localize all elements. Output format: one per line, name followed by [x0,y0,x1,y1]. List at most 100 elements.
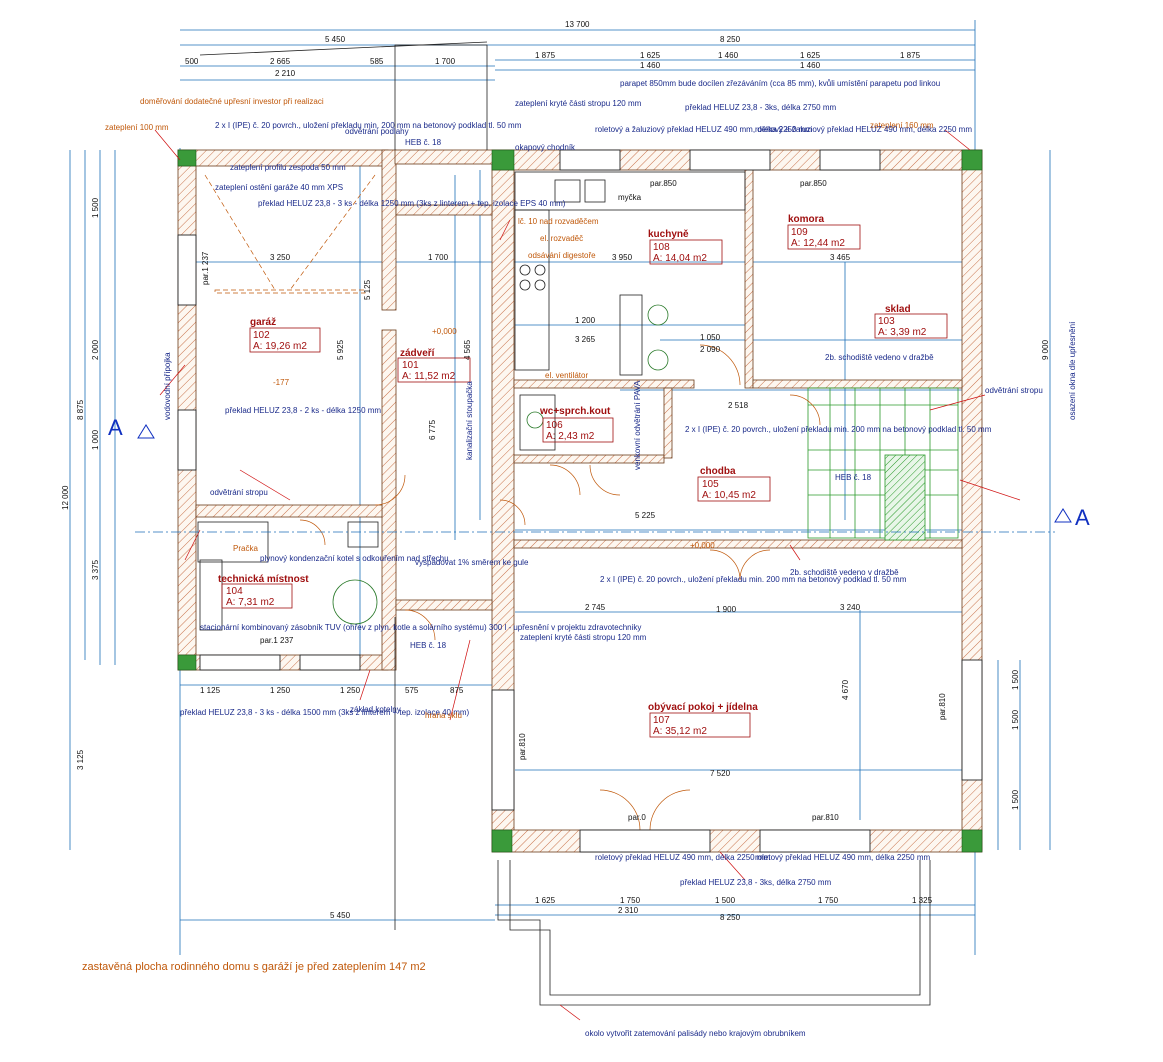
dim-top-left: 585 [370,57,384,66]
room-name: wc+sprch.kout [539,406,611,417]
dim-left-width: 5 450 [325,35,346,44]
note-lintel-2750-top: překlad HELUZ 23,8 - 3ks, délka 2750 mm [685,103,837,112]
leader-lines [154,129,1021,1021]
dim-interior: 1 250 [270,686,291,695]
note-drip-path: okapový chodník [515,143,576,152]
dim-left-vertical: 1 500 [91,197,100,218]
parapet-label: par.850 [650,179,677,188]
dim-left-total: 12 000 [61,485,70,510]
room-name: obývací pokoj + jídelna [648,702,758,713]
dim-bottom-left: 5 450 [330,911,351,920]
room-area: A: 35,12 m2 [653,726,707,737]
dim-interior: 2 518 [728,401,749,410]
room-number: 106 [546,420,563,431]
note-water-tank: stacionární kombinovaný zásobník TUV (oh… [200,623,641,632]
dim-right-vertical: 1 500 [1011,669,1020,690]
note-hood-exhaust: odsávání digestoře [528,251,596,260]
room-wc-shower: wc+sprch.kout 106 A: 2,43 m2 [539,406,614,443]
note-garage-level: -177 [273,378,290,387]
note-measure: doměřování dodatečné upřesní investor př… [140,97,324,106]
dim-interior: 4 670 [841,679,850,700]
dim-left-vertical: 2 000 [91,339,100,360]
dim-interior: 2 745 [585,603,606,612]
note-roller-lintel-4: roletový překlad HELUZ 490 mm, délka 225… [755,853,931,862]
corner-insulation [177,149,983,853]
note-lintel-garage: překlad HELUZ 23,8 - 3 ks - délka 1250 m… [258,199,566,208]
dim-bottom: 1 750 [818,896,839,905]
kitchen-furniture [197,171,746,631]
dim-top-left: 2 665 [270,57,291,66]
dim-overall-width: 13 700 [565,20,590,29]
note-window-setting: osazení okna dle upřesnění [1068,321,1077,420]
dim-top-right-sub: 1 460 [800,61,821,70]
parapet-labels: par.850 par.850 par.1 237 par.810 par.81… [201,179,947,822]
note-slope: vyspádovat 1% směrem ke gule [415,558,529,567]
note-lc: lč. 10 nad rozvaděčem [518,217,599,226]
dim-left-lower: 3 375 [91,559,100,580]
note-ceiling-insulation-2: zateplení kryté části stropu 120 mm [520,633,647,642]
dim-bottom: 1 500 [715,896,736,905]
dim-top-right: 1 875 [900,51,921,60]
room-area: A: 12,44 m2 [791,238,845,249]
room-number: 101 [402,360,419,371]
dim-top-left-sub: 2 210 [275,69,296,78]
room-name: komora [788,214,825,225]
dim-interior: 1 700 [428,253,449,262]
dim-interior: 1 125 [200,686,221,695]
note-insulation-100: zateplení 100 mm [105,123,169,132]
room-name: chodba [700,466,736,477]
dim-top-right: 1 460 [718,51,739,60]
room-pantry: komora 109 A: 12,44 m2 [787,214,861,250]
dim-top-left: 500 [185,57,199,66]
dim-interior: 3 465 [830,253,851,262]
dim-bottom: 1 625 [535,896,556,905]
room-storage: sklad 103 A: 3,39 m2 [874,304,948,339]
dim-interior: 1 900 [716,605,737,614]
dim-top-right-sub: 1 460 [640,61,661,70]
note-ipe-living: 2 x I (IPE) č. 20 povrch., uložení překl… [600,575,907,584]
room-area: A: 14,04 m2 [653,253,707,264]
section-markers: A A [108,415,1090,533]
room-area: A: 19,26 m2 [253,341,307,352]
room-kitchen: kuchyně 108 A: 14,04 m2 [648,229,723,265]
note-lintel-1500: překlad HELUZ 23,8 - 3 ks - délka 1500 m… [180,708,470,717]
room-living-dining: obývací pokoj + jídelna 107 A: 35,12 m2 [648,702,758,738]
room-labels: garáž 102 A: 19,26 m2 kuchyně 108 A: 14,… [218,214,948,738]
dim-interior: 5 925 [336,339,345,360]
dim-interior: 1 250 [340,686,361,695]
staircase [807,387,959,541]
dim-right-width: 8 250 [720,35,741,44]
note-ipe-hall: 2 x I (IPE) č. 20 povrch., uložení překl… [685,425,992,434]
note-ipe-garage: 2 x I (IPE) č. 20 povrch., uložení překl… [215,121,522,130]
dim-bottom: 1 750 [620,896,641,905]
dim-top-right: 1 625 [640,51,661,60]
note-stairs: 2b. schodiště vedeno v dražbě [825,353,934,362]
note-fan: el. ventilátor [545,371,588,380]
dim-bottom-sub: 8 250 [720,913,741,922]
parapet-label: par.810 [938,693,947,720]
note-profile-insulation: zateplení profilu zespoda 50 mm [230,163,346,172]
dim-interior: 2 090 [700,345,721,354]
dim-interior: 875 [450,686,464,695]
room-garage: garáž 102 A: 19,26 m2 [249,317,321,353]
section-mark-left: A [108,415,123,440]
parapet-label: par.810 [812,813,839,822]
note-pava: venkovní odvětrání PAVA [633,380,642,470]
dim-right-vertical: 1 500 [1011,709,1020,730]
parapet-label: par.1 237 [201,251,210,285]
note-switchboard: el. rozvaděč [540,234,583,243]
dim-interior: 1 050 [700,333,721,342]
room-name: sklad [885,304,911,315]
dim-bottom-sub: 2 310 [618,906,639,915]
note-ceiling-insulation: zateplení kryté části stropu 120 mm [515,99,642,108]
note-dishwasher: myčka [618,193,642,202]
room-area: A: 11,52 m2 [402,371,456,382]
note-lintel-2750-bottom: překlad HELUZ 23,8 - 3ks, délka 2750 mm [680,878,832,887]
room-hallway: chodba 105 A: 10,45 m2 [697,466,771,502]
dim-bottom: 1 325 [912,896,933,905]
room-name: kuchyně [648,229,689,240]
dim-right-vertical: 9 000 [1041,339,1050,360]
note-heb-bottom: HEB č. 18 [410,641,447,650]
room-area: A: 2,43 m2 [546,431,595,442]
